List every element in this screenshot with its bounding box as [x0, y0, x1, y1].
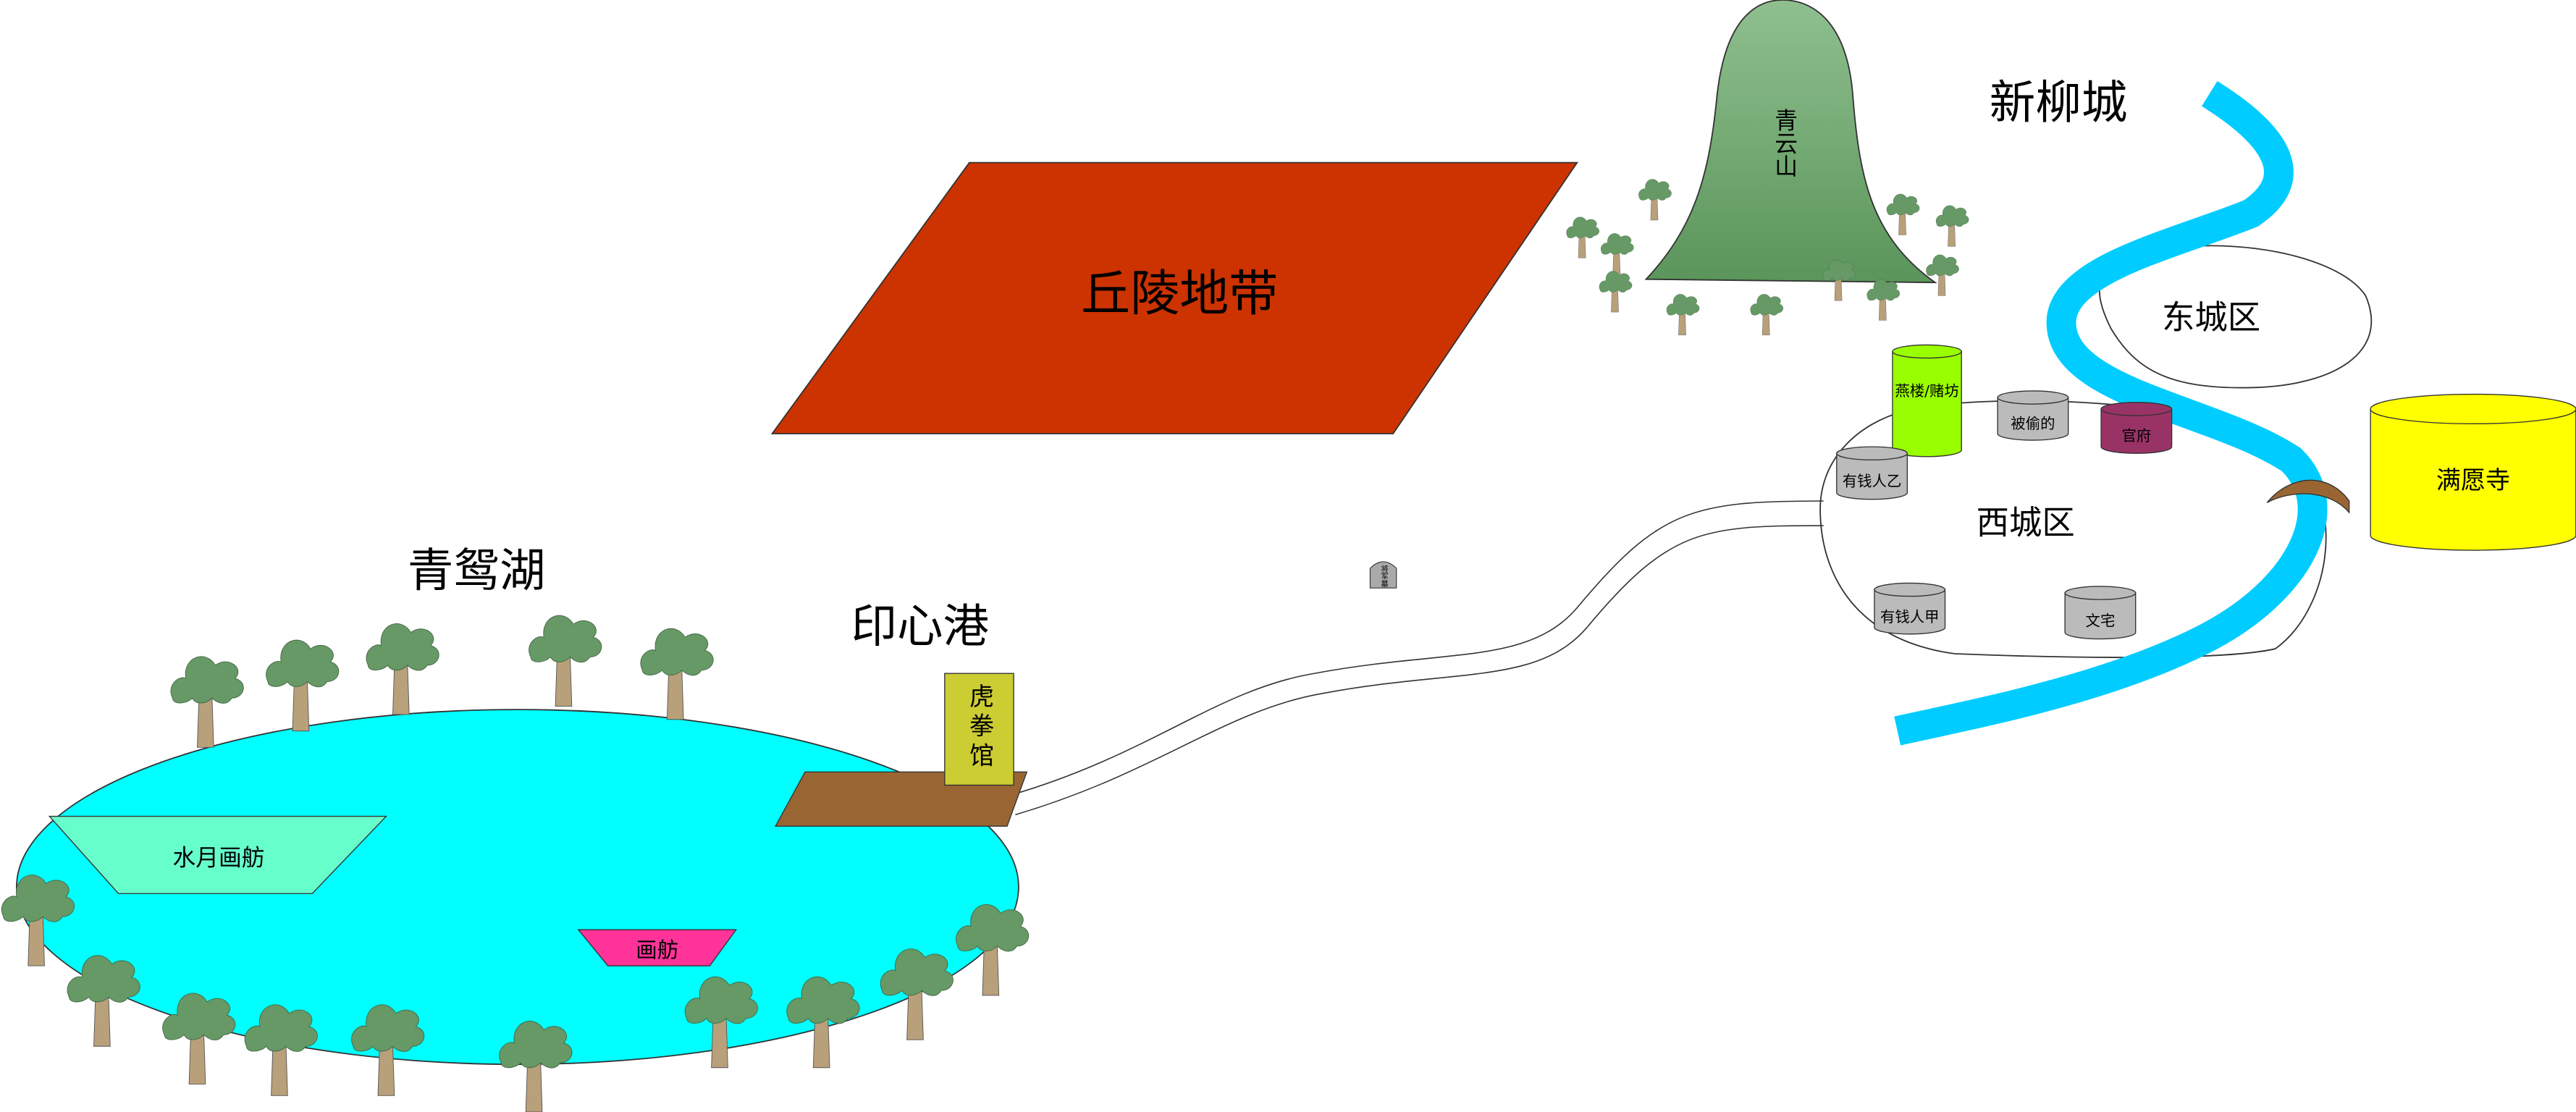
- tree-icon: [1750, 294, 1783, 336]
- tree-icon: [1886, 193, 1920, 235]
- general-tomb[interactable]: 将军墓: [1369, 561, 1397, 589]
- mountain-qingyun[interactable]: 青云山: [1644, 0, 1937, 284]
- building-government[interactable]: 官府: [2100, 402, 2173, 454]
- tree-icon: [529, 615, 602, 707]
- tree-icon: [170, 656, 244, 748]
- hills-region[interactable]: 丘陵地带: [770, 161, 1579, 434]
- tree-icon: [880, 948, 954, 1040]
- moon-boat-label: 水月画舫: [172, 846, 264, 872]
- road: [1005, 500, 1824, 816]
- harbor-label: 印心港: [851, 599, 990, 653]
- tree-icon: [1566, 216, 1599, 258]
- east-district[interactable]: 东城区: [2098, 245, 2373, 389]
- painted-boat-label: 画舫: [636, 938, 678, 963]
- tree-icon: [1638, 179, 1672, 221]
- tree-icon: [266, 639, 340, 732]
- bridge[interactable]: [2266, 479, 2350, 514]
- mountain-label: 青云山: [1771, 109, 1797, 177]
- tree-icon: [67, 955, 140, 1047]
- tree-icon: [956, 904, 1029, 996]
- lake-label: 青鸳湖: [408, 544, 546, 597]
- tree-icon: [1599, 271, 1633, 313]
- building-temple[interactable]: 满愿寺: [2370, 393, 2576, 551]
- tree-icon: [1926, 254, 1959, 296]
- general-tomb-label: 将军墓: [1379, 565, 1388, 587]
- tree-icon: [1666, 294, 1700, 336]
- painted-boat[interactable]: 画舫: [577, 929, 738, 966]
- tree-icon: [366, 623, 439, 715]
- building-brothel-casino[interactable]: 燕楼/赌坊: [1892, 344, 1962, 458]
- tree-icon: [786, 976, 860, 1069]
- tree-icon: [351, 1004, 425, 1096]
- river: [1894, 80, 2328, 746]
- lake-trees: [1, 615, 1029, 1112]
- building-label: 文宅: [2086, 612, 2116, 629]
- building-label: 燕楼/赌坊: [1895, 382, 1959, 400]
- trees: [1566, 179, 1969, 336]
- tree-icon: [1866, 279, 1901, 321]
- building-label: 有钱人乙: [1843, 473, 1902, 490]
- tree-icon: [1, 875, 75, 966]
- tree-icon: [1822, 259, 1856, 301]
- tree-icon: [162, 993, 236, 1084]
- building-label: 被偷的: [2011, 415, 2055, 432]
- west-district-label: 西城区: [1977, 503, 2075, 542]
- hills-label: 丘陵地带: [1081, 266, 1278, 323]
- tree-icon: [499, 1021, 573, 1112]
- east-district-label: 东城区: [2162, 298, 2260, 337]
- building-rich-b[interactable]: 有钱人乙: [1836, 446, 1908, 500]
- moon-boat[interactable]: 水月画舫: [48, 815, 388, 894]
- tree-icon: [640, 628, 714, 720]
- building-rich-a[interactable]: 有钱人甲: [1874, 582, 1946, 635]
- west-district[interactable]: 西城区: [1819, 400, 2327, 659]
- tree-icon: [1601, 233, 1634, 275]
- tree-icon: [244, 1004, 318, 1096]
- building-stolen[interactable]: 被偷的: [1997, 390, 2069, 441]
- tree-icon: [684, 976, 758, 1069]
- building-label: 官府: [2121, 427, 2151, 445]
- city-label: 新柳城: [1990, 75, 2128, 129]
- building-wen-house[interactable]: 文宅: [2064, 586, 2137, 640]
- tiger-fist-label: 虎拳馆: [964, 683, 993, 772]
- building-label: 满愿寺: [2436, 466, 2510, 495]
- tree-icon: [1935, 205, 1969, 247]
- tiger-fist-hall[interactable]: 虎拳馆: [944, 673, 1014, 786]
- building-label: 有钱人甲: [1880, 608, 1940, 626]
